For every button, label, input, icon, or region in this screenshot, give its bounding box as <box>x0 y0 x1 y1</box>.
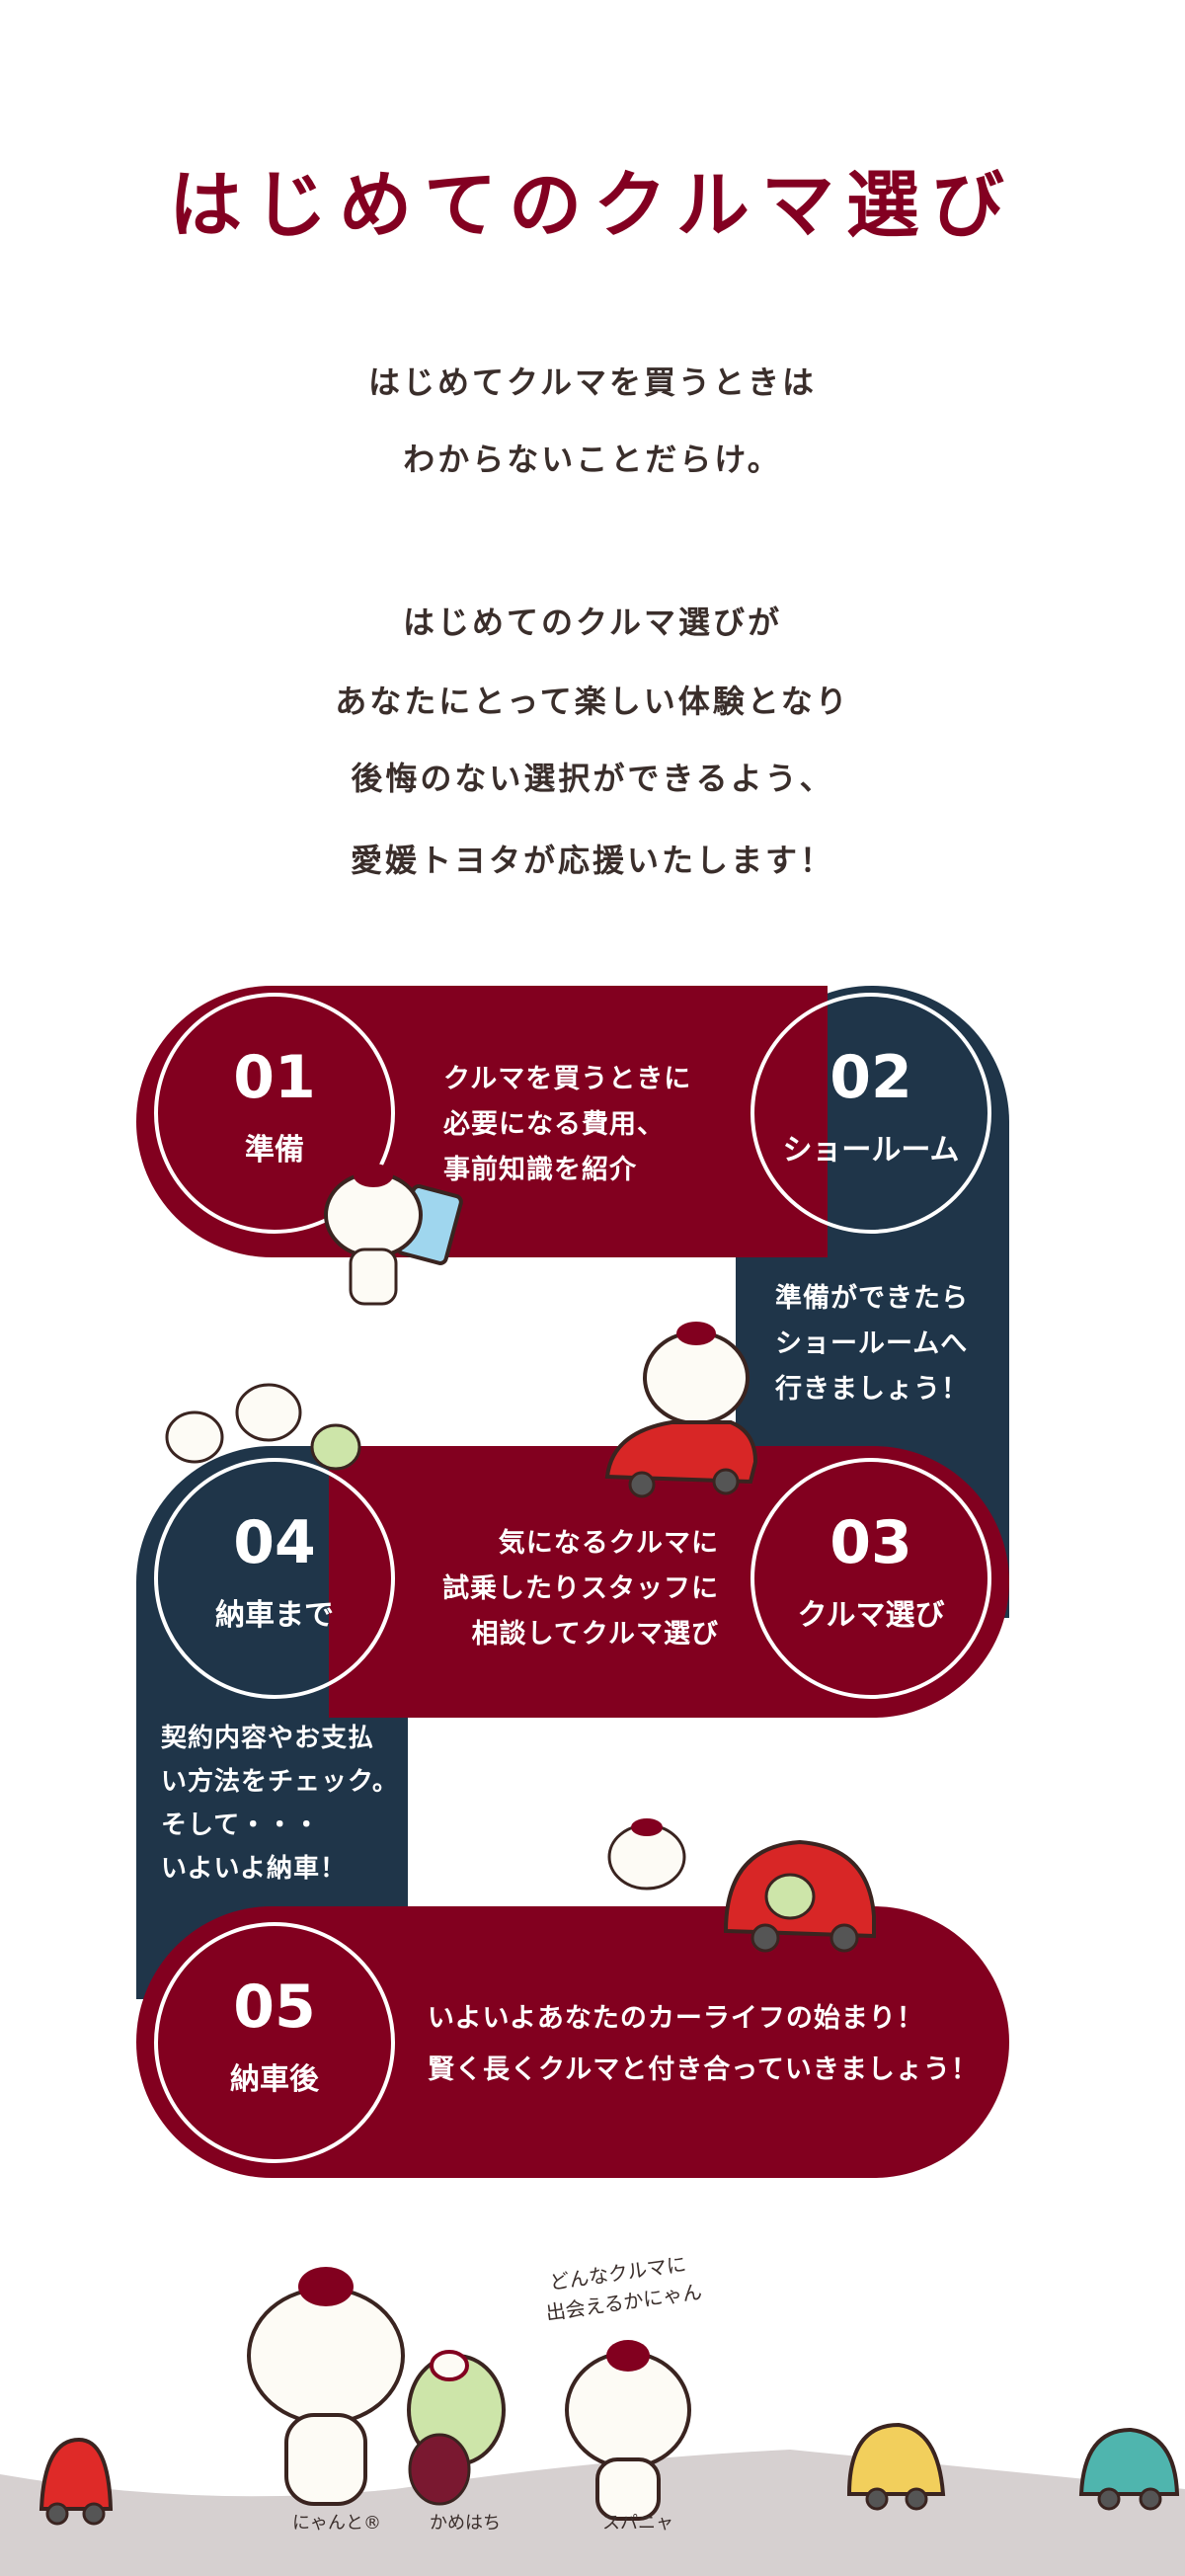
step-label: 準備 <box>245 1133 304 1167</box>
description-line: 準備ができたら <box>775 1283 969 1314</box>
character-label-supanya: スパニャ <box>602 2513 673 2534</box>
kamehachi-character <box>407 2350 506 2506</box>
description-line: 試乗したりスタッフに <box>442 1573 719 1604</box>
step-label: ショールーム <box>782 1133 960 1167</box>
intro-line: あなたにとって楽しい体験となり <box>335 683 850 720</box>
description-line: い方法をチェック。 <box>161 1767 399 1797</box>
description-line: 気になるクルマに <box>498 1528 719 1559</box>
step-number: 04 <box>233 1508 316 1577</box>
step-05-circle: 05 納車後 <box>154 1922 395 2163</box>
step-label: クルマ選び <box>797 1598 945 1633</box>
supanya-character <box>565 2340 691 2521</box>
description-line: 行きましょう！ <box>775 1374 969 1405</box>
description-line: 相談してクルマ選び <box>471 1619 719 1650</box>
teal-car-icon <box>1078 2427 1180 2511</box>
step-number: 01 <box>233 1043 316 1112</box>
step-04-description: 契約内容やお支払 い方法をチェック。 そして・・・ いよいよ納車！ <box>161 1717 399 1891</box>
character-label-kamehachi: かめはち <box>430 2513 501 2534</box>
step-05-description: いよいよあなたのカーライフの始まり！ 賢く長くクルマと付き合っていきましょう！ <box>428 1993 979 2096</box>
step-03-description: 気になるクルマに 試乗したりスタッフに 相談してクルマ選び <box>395 1521 719 1657</box>
step-label: 納車まで <box>215 1598 334 1633</box>
step-03-circle: 03 クルマ選び <box>750 1458 991 1699</box>
description-line: 賢く長くクルマと付き合っていきましょう！ <box>428 2054 979 2085</box>
intro-line: わからないことだらけ。 <box>403 441 782 478</box>
cat-with-wrenches-and-car-illustration <box>607 1818 876 1953</box>
nyanto-character <box>247 2267 405 2506</box>
yellow-car-icon <box>846 2422 946 2511</box>
step-02-description: 準備ができたら ショールームへ 行きましょう！ <box>775 1276 969 1412</box>
description-line: いよいよ納車！ <box>161 1854 347 1884</box>
ground <box>0 2450 1185 2576</box>
cat-with-tablet-illustration <box>324 1164 463 1306</box>
intro-line: 後悔のない選択ができるよう、 <box>351 760 834 797</box>
description-line: 必要になる費用、 <box>443 1109 665 1140</box>
step-number: 05 <box>233 1972 316 2042</box>
description-line: クルマを買うときに <box>443 1064 692 1094</box>
step-number: 03 <box>830 1508 912 1577</box>
description-line: 契約内容やお支払 <box>161 1724 375 1753</box>
step-number: 02 <box>830 1043 912 1112</box>
description-line: ショールームへ <box>775 1328 969 1359</box>
intro-line: はじめてのクルマ選びが <box>402 604 783 641</box>
character-label-nyanto: にゃんと® <box>292 2513 381 2534</box>
three-characters-illustration <box>165 1383 361 1471</box>
intro-line: 愛媛トヨタが応援いたします！ <box>350 842 834 879</box>
step-label: 納車後 <box>230 2062 319 2097</box>
step-01-circle: 01 準備 <box>154 993 395 1234</box>
red-car-icon <box>39 2437 114 2526</box>
step-02-circle: 02 ショールーム <box>750 993 991 1234</box>
step-04-circle: 04 納車まで <box>154 1458 395 1699</box>
step-01-description: クルマを買うときに 必要になる費用、 事前知識を紹介 <box>443 1057 691 1193</box>
cat-in-red-car-illustration <box>604 1322 758 1498</box>
description-line: 事前知識を紹介 <box>443 1155 637 1185</box>
description-line: いよいよあなたのカーライフの始まり！ <box>428 2003 924 2034</box>
intro-line: はじめてクルマを買うときは <box>367 363 818 401</box>
description-line: そして・・・ <box>161 1811 321 1840</box>
page-title: はじめてのクルマ選び <box>169 163 1016 248</box>
